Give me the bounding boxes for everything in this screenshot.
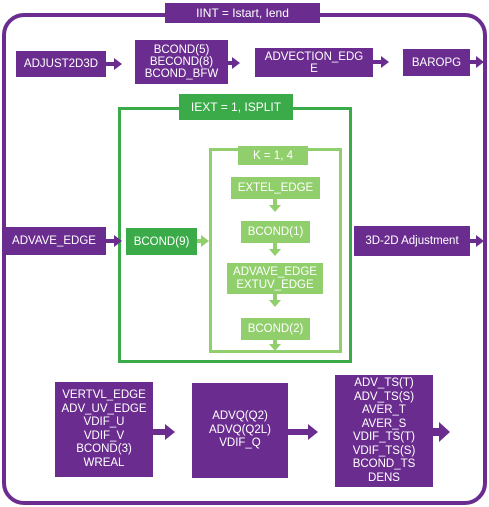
arrow-stem	[273, 294, 277, 300]
advave-extuv-box: ADVAVE_EDGE EXTUV_EDGE	[227, 263, 323, 294]
arrow-stem	[273, 199, 277, 205]
group2-line: ADVQ(Q2L)	[209, 423, 271, 436]
adjust2d3d-box: ADJUST2D3D	[16, 51, 106, 77]
arrow-stem	[433, 428, 439, 436]
arrow-stem	[273, 340, 277, 344]
group1-line: WREAL	[83, 456, 125, 469]
bcond1-box: BCOND(1)	[241, 221, 310, 243]
group3-line: BCOND_TS	[352, 458, 416, 470]
group1-line: BCOND(3)	[76, 443, 132, 455]
arrow-stem	[106, 62, 114, 66]
advection-edge-line: E	[310, 62, 318, 75]
iext-loop-label: IEXT = 1, ISPLIT	[179, 94, 293, 120]
k-loop-label: K = 1, 4	[238, 146, 308, 165]
bcond-line: BECOND(8)	[149, 56, 214, 68]
advave-edge-step-label: ADVAVE_EDGE	[233, 265, 317, 278]
arrow-right-icon	[232, 57, 240, 69]
adjust2d3d-label: ADJUST2D3D	[23, 58, 99, 70]
bcond2-label: BCOND(2)	[247, 322, 304, 335]
bottom-group2-box: ADVQ(Q2) ADVQ(Q2L) VDIF_Q	[192, 383, 288, 478]
group1-line: VDIF_U	[83, 416, 125, 428]
group3-line: AVER_S	[361, 417, 407, 430]
arrow-down-icon	[269, 300, 281, 307]
arrow-right-icon	[114, 58, 122, 70]
arrow-down-icon	[269, 249, 281, 256]
advection-edge-line: ADVECTION_EDG	[264, 50, 364, 63]
outer-loop-label: IINT = Istart, Iend	[165, 3, 320, 23]
adjustment-box: 3D-2D Adjustment	[354, 226, 470, 256]
group2-line: ADVQ(Q2)	[212, 410, 268, 423]
extel-edge-box: EXTEL_EDGE	[231, 177, 320, 199]
arrow-right-icon	[476, 56, 484, 68]
arrow-down-icon	[269, 205, 281, 212]
arrow-right-icon	[476, 235, 484, 247]
bcond9-label: BCOND(9)	[133, 235, 190, 248]
advave-edge-box: ADVAVE_EDGE	[2, 227, 106, 255]
arrow-stem	[228, 61, 232, 65]
baropg-label: BAROPG	[411, 56, 462, 69]
arrow-stem	[153, 429, 165, 435]
bcond1-label: BCOND(1)	[247, 225, 304, 238]
bcond9-box: BCOND(9)	[126, 228, 197, 255]
arrow-right-icon	[114, 235, 122, 247]
extel-edge-label: EXTEL_EDGE	[237, 181, 314, 194]
arrow-stem	[273, 243, 277, 249]
bottom-group1-box: VERTVL_EDGE ADV_UV_EDGE VDIF_U VDIF_V BC…	[55, 382, 153, 477]
adjustment-label: 3D-2D Adjustment	[365, 235, 459, 247]
bcond-line: BCOND(5)	[153, 44, 210, 56]
group1-line: ADV_UV_EDGE	[61, 402, 147, 415]
group3-line: ADV_TS(S)	[353, 390, 415, 403]
arrow-stem	[470, 60, 476, 64]
bcond-group-box: BCOND(5) BECOND(8) BCOND_BFW	[135, 40, 228, 84]
arrow-right-icon	[439, 422, 450, 442]
group1-line: VERTVL_EDGE	[62, 389, 146, 401]
arrow-stem	[373, 60, 381, 64]
arrow-stem	[106, 239, 114, 243]
advection-edge-box: ADVECTION_EDG E	[255, 48, 373, 77]
arrow-stem	[197, 239, 201, 243]
baropg-box: BAROPG	[403, 49, 470, 76]
bottom-group3-box: ADV_TS(T) ADV_TS(S) AVER_T AVER_S VDIF_T…	[335, 375, 433, 487]
group2-line: VDIF_Q	[219, 437, 261, 450]
bcond2-box: BCOND(2)	[241, 318, 310, 340]
group3-line: VDIF_TS(S)	[352, 444, 416, 457]
arrow-stem	[470, 239, 476, 243]
arrow-right-icon	[381, 56, 389, 68]
bcond-line: BCOND_BFW	[144, 68, 219, 80]
group3-line: AVER_T	[362, 404, 406, 416]
advave-edge-label: ADVAVE_EDGE	[12, 235, 96, 247]
group1-line: VDIF_V	[83, 429, 125, 442]
group3-line: VDIF_TS(T)	[353, 431, 415, 443]
arrow-down-icon	[269, 344, 281, 351]
extuv-edge-step-label: EXTUV_EDGE	[236, 278, 314, 291]
group3-line: DENS	[368, 471, 400, 484]
arrow-right-icon	[165, 424, 175, 440]
arrow-right-icon	[201, 235, 209, 247]
arrow-stem	[288, 429, 308, 435]
arrow-right-icon	[308, 424, 318, 440]
group3-line: ADV_TS(T)	[354, 377, 414, 389]
